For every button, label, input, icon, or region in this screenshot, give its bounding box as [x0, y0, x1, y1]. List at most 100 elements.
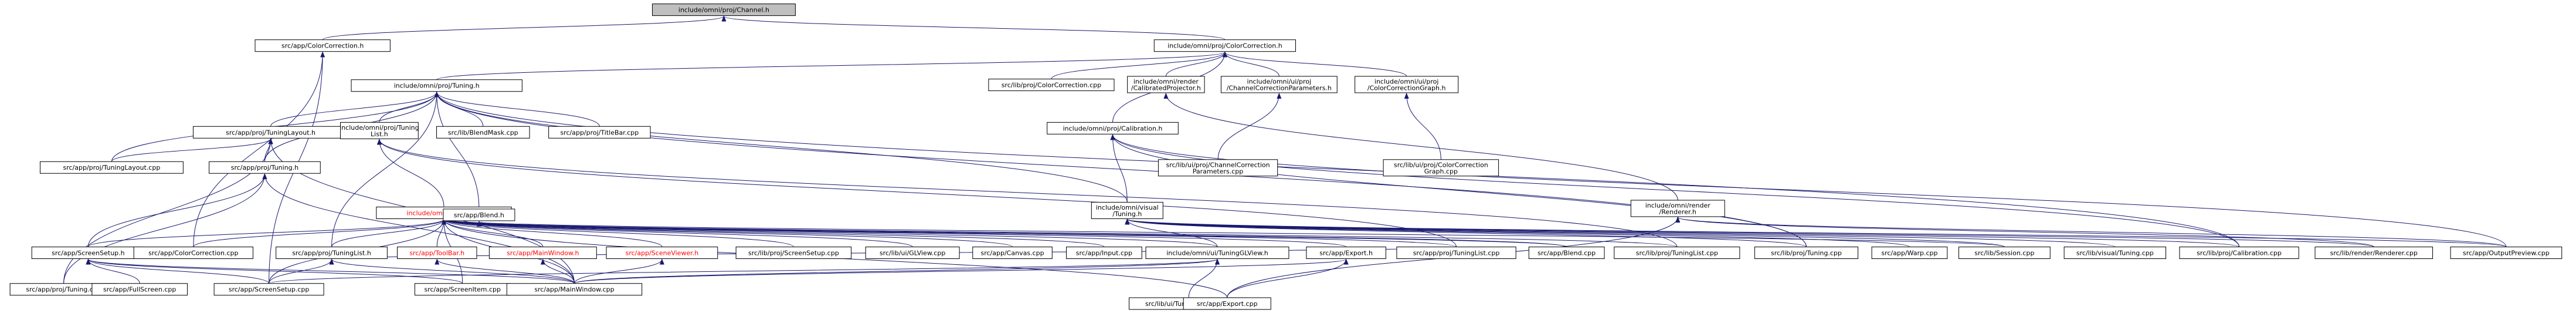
file-node[interactable]: src/app/Warp.cpp: [1871, 246, 1948, 259]
node-box: [1614, 246, 1740, 259]
file-node[interactable]: include/omni/render/CalibratedProjector.…: [1127, 76, 1205, 93]
file-node[interactable]: include/omni/ui/proj/ChannelCorrectionPa…: [1220, 76, 1338, 93]
node-label: src/app/proj/TuningList.h: [292, 249, 371, 257]
node-box: [652, 4, 796, 16]
file-node[interactable]: src/app/proj/Tuning.h: [209, 161, 321, 174]
file-node[interactable]: src/app/proj/TitleBar.cpp: [548, 126, 651, 139]
node-box: [488, 246, 597, 259]
file-node[interactable]: src/app/proj/TuningLayout.cpp: [39, 161, 184, 174]
file-node[interactable]: src/lib/proj/ColorCorrection.cpp: [988, 79, 1115, 92]
file-node[interactable]: src/app/Export.h: [1306, 246, 1386, 259]
node-box: [606, 246, 718, 259]
dependency-edge: [1110, 134, 2507, 247]
dependency-edge: [1675, 216, 2507, 247]
node-box: [1047, 122, 1179, 134]
file-node[interactable]: src/lib/proj/Tuning.cpp: [1754, 246, 1859, 259]
file-node[interactable]: src/app/proj/TuningList.cpp: [1396, 246, 1516, 259]
dependency-edge: [331, 91, 439, 247]
node-box: [506, 283, 643, 296]
node-label: include/omni/render: [1133, 78, 1199, 85]
node-box: [2063, 246, 2167, 259]
file-node[interactable]: src/app/ScreenSetup.cpp: [213, 283, 324, 296]
file-node[interactable]: include/omni/visual/Tuning.h: [1091, 201, 1163, 219]
file-node[interactable]: src/app/proj/TuningLayout.h: [192, 126, 349, 139]
dependency-edge: [1188, 258, 1220, 298]
file-node[interactable]: src/lib/ui/proj/ColorCorrectionGraph.cpp: [1383, 159, 1499, 177]
node-label: List.h: [371, 130, 388, 138]
file-node[interactable]: include/omni/render/Renderer.h: [1630, 200, 1725, 217]
file-node[interactable]: src/lib/ui/proj/ChannelCorrectionParamet…: [1158, 159, 1278, 177]
dependency-edge: [1125, 218, 1807, 247]
dependency-edge: [322, 15, 727, 41]
node-box: [1153, 39, 1296, 52]
node-box: [1630, 200, 1725, 217]
file-node[interactable]: src/app/Blend.cpp: [1528, 246, 1605, 259]
node-label: src/app/proj/Tuning.h: [231, 164, 298, 171]
file-node[interactable]: src/app/proj/Tuning.cpp: [9, 283, 118, 296]
file-node[interactable]: src/app/proj/TuningList.h: [276, 246, 388, 259]
node-box: [1871, 246, 1948, 259]
dependency-edge: [376, 139, 444, 207]
dependency-edge: [111, 138, 273, 162]
file-node[interactable]: src/app/SceneViewer.h: [606, 246, 718, 259]
file-node[interactable]: src/app/ScreenItem.cpp: [414, 283, 511, 296]
node-label: src/app/Blend.h: [454, 211, 504, 219]
file-node[interactable]: src/lib/proj/Calibration.cpp: [2179, 246, 2299, 259]
node-label: src/app/FullScreen.cpp: [103, 286, 176, 294]
node-label: /CalibratedProjector.h: [1131, 84, 1201, 92]
node-box: [1306, 246, 1386, 259]
node-box: [254, 39, 391, 52]
dependency-edge: [1125, 218, 2507, 247]
file-node[interactable]: src/lib/BlendMask.cpp: [436, 126, 530, 139]
file-node[interactable]: include/omni/ui/TuningGLView.h: [1145, 246, 1289, 259]
node-label: src/app/MainWindow.h: [507, 249, 579, 257]
file-node[interactable]: src/app/Export.cpp: [1183, 297, 1271, 310]
file-node[interactable]: src/app/Blend.h: [443, 208, 515, 221]
node-label: src/app/proj/TuningList.cpp: [1413, 249, 1500, 257]
file-node[interactable]: include/omni/proj/Tuning.h: [351, 79, 522, 92]
dependency-edge: [434, 91, 480, 209]
node-label: /Tuning.h: [1112, 210, 1142, 218]
dependency-edge: [442, 218, 913, 247]
dependency-edge: [434, 91, 2240, 247]
dependency-edge: [442, 218, 1347, 247]
dependency-edge: [442, 218, 1218, 247]
node-label: src/app/ToolBar.h: [409, 249, 464, 257]
file-node[interactable]: include/omni/proj/ColorCorrection.h: [1153, 39, 1296, 52]
node-label: src/lib/Session.cpp: [1974, 249, 2034, 257]
dependency-edge: [377, 139, 1678, 247]
file-node[interactable]: src/lib/proj/TuningList.cpp: [1614, 246, 1740, 259]
node-box: [1220, 76, 1338, 93]
file-node[interactable]: src/lib/Session.cpp: [1958, 246, 2051, 259]
node-box: [735, 246, 852, 259]
file-node[interactable]: include/omni/proj/TuningList.h: [340, 122, 419, 139]
file-node[interactable]: src/app/OutputPreview.cpp: [2450, 246, 2563, 259]
node-box: [1355, 76, 1459, 93]
file-node[interactable]: src/app/ToolBar.h: [396, 246, 477, 259]
file-node[interactable]: src/app/Canvas.cpp: [972, 246, 1053, 259]
node-label: src/lib/proj/ScreenSetup.cpp: [748, 249, 839, 257]
file-node[interactable]: include/omni/proj/Calibration.h: [1047, 122, 1179, 134]
node-label: src/app/SceneViewer.h: [626, 249, 699, 257]
file-node[interactable]: src/app/MainWindow.cpp: [506, 283, 643, 296]
file-node[interactable]: src/lib/ui/GLView.cpp: [865, 246, 960, 259]
dependency-edge: [87, 218, 446, 247]
dependency-edge: [379, 91, 439, 123]
dependency-edge: [477, 220, 1567, 247]
file-node[interactable]: src/lib/visual/Tuning.cpp: [2063, 246, 2167, 259]
file-node[interactable]: src/app/FullScreen.cpp: [91, 283, 188, 296]
file-node[interactable]: src/app/Input.cpp: [1066, 246, 1142, 259]
file-node[interactable]: src/lib/proj/ScreenSetup.cpp: [735, 246, 852, 259]
node-box: [548, 126, 651, 139]
file-node[interactable]: src/app/ColorCorrection.h: [254, 39, 391, 52]
dependency-edge: [1125, 218, 1910, 247]
file-node[interactable]: src/app/ScreenSetup.h: [31, 246, 145, 259]
node-box: [865, 246, 960, 259]
file-node[interactable]: src/lib/render/Renderer.cpp: [2314, 246, 2434, 259]
file-node[interactable]: src/app/ColorCorrection.cpp: [133, 246, 253, 259]
node-box: [213, 283, 324, 296]
dependency-edge: [331, 218, 446, 247]
dependency-edge: [1051, 51, 1227, 79]
file-node[interactable]: include/omni/ui/proj/ColorCorrectionGrap…: [1355, 76, 1459, 93]
file-node[interactable]: src/app/MainWindow.h: [488, 246, 597, 259]
